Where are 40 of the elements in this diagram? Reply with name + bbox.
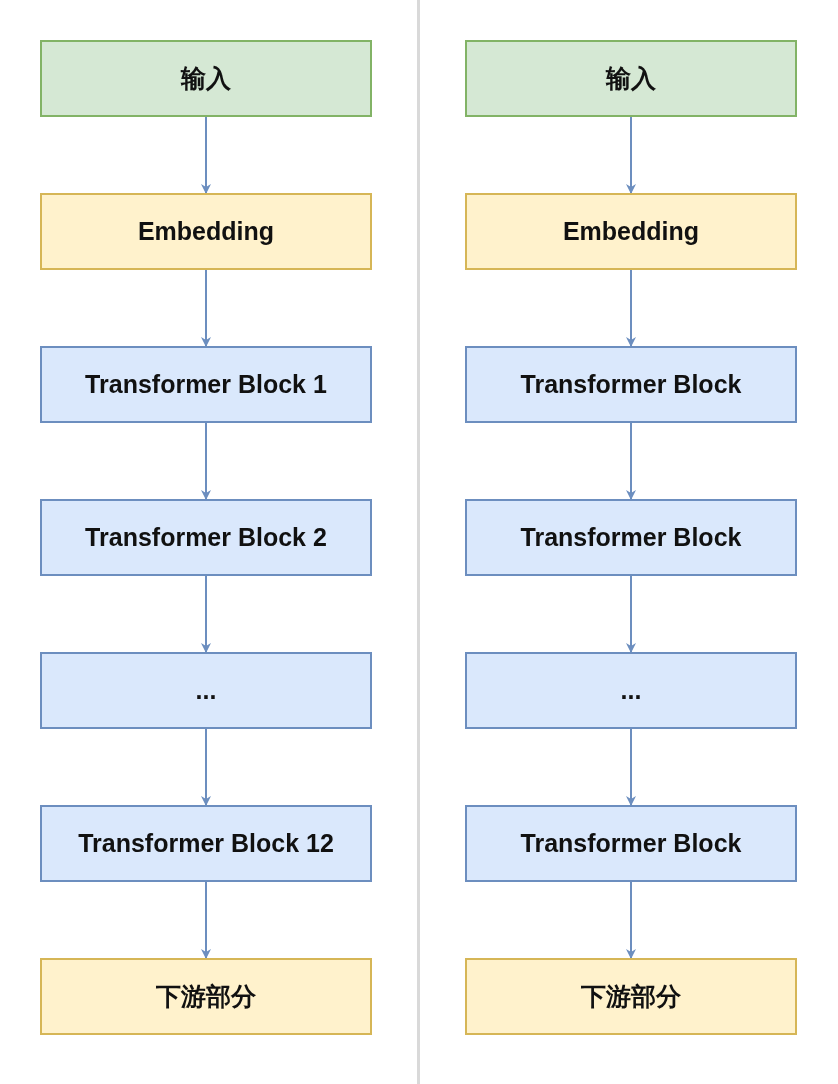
arrow: [626, 269, 636, 347]
box-label: 输入: [181, 63, 231, 94]
box-label: Embedding: [137, 217, 275, 246]
arrow: [626, 728, 636, 806]
box-label: Transformer Block: [520, 523, 742, 552]
box-label: 输入: [606, 63, 656, 94]
process-box: [465, 193, 797, 270]
arrow: [201, 575, 211, 653]
process-box: [465, 499, 797, 576]
arrow: [626, 575, 636, 653]
box-label: 下游部分: [581, 981, 681, 1012]
process-box: [465, 958, 797, 1035]
arrow: [626, 116, 636, 194]
process-box: [465, 805, 797, 882]
box-label: Transformer Block 2: [85, 523, 327, 552]
arrow: [201, 728, 211, 806]
process-box: [40, 805, 372, 882]
process-box: [40, 40, 372, 117]
box-label: Transformer Block: [520, 829, 742, 858]
process-box: [40, 958, 372, 1035]
box-label: ...: [620, 676, 642, 705]
arrow: [201, 269, 211, 347]
arrow: [201, 422, 211, 500]
process-box: [40, 499, 372, 576]
arrow: [626, 422, 636, 500]
box-label: ...: [195, 676, 217, 705]
process-box: [465, 346, 797, 423]
process-box: [465, 652, 797, 729]
process-box: [40, 652, 372, 729]
box-label: Transformer Block 1: [85, 370, 327, 399]
box-label: Transformer Block 12: [78, 829, 334, 858]
process-box: [40, 346, 372, 423]
process-box: [465, 40, 797, 117]
arrow: [201, 881, 211, 959]
arrow: [626, 881, 636, 959]
box-label: 下游部分: [156, 981, 256, 1012]
process-box: [40, 193, 372, 270]
arrow: [201, 116, 211, 194]
box-label: Transformer Block: [520, 370, 742, 399]
box-label: Embedding: [562, 217, 700, 246]
